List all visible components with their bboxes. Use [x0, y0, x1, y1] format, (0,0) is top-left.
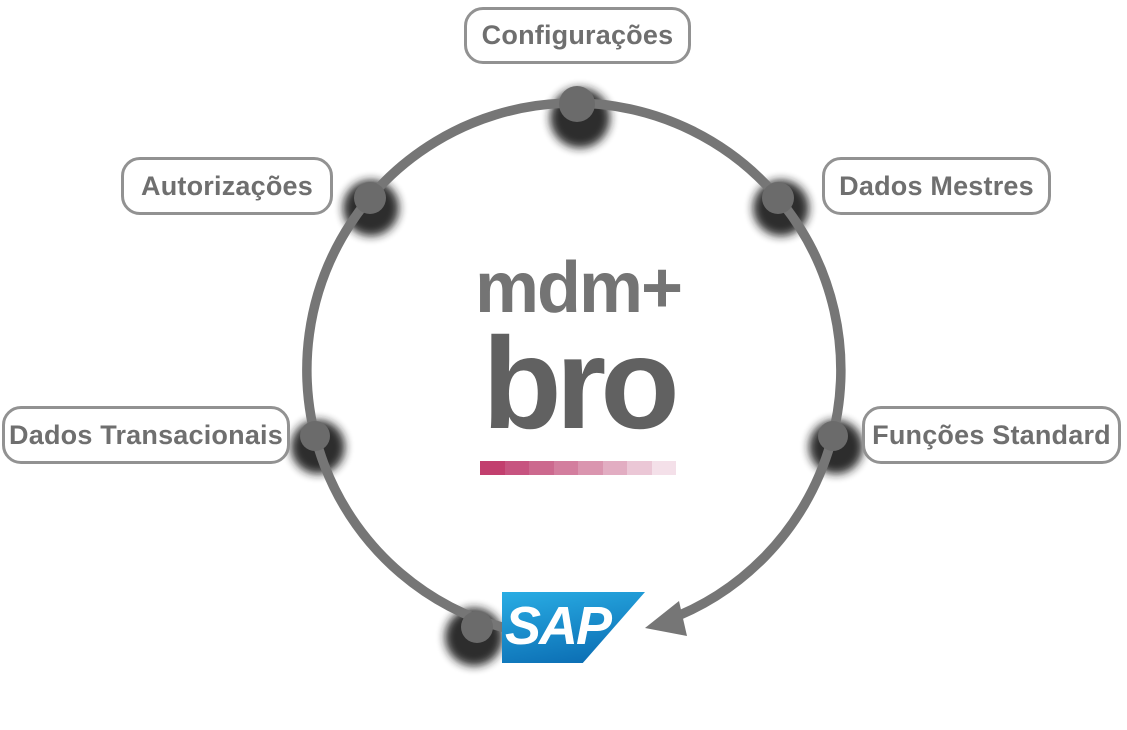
brand-title-main: bro: [482, 310, 679, 456]
gradient-segment: [529, 461, 554, 475]
gradient-segment: [480, 461, 505, 475]
pill-autorizacoes-label: Autorizações: [141, 170, 313, 201]
sap-logo: SAP: [502, 592, 645, 663]
sap-logo-text: SAP: [505, 595, 612, 656]
pill-dados-transacionais-label: Dados Transacionais: [9, 419, 283, 450]
gradient-segment: [651, 461, 676, 475]
gradient-segment: [627, 461, 652, 475]
gradient-segment: [553, 461, 578, 475]
pill-autorizacoes: Autorizações: [121, 157, 333, 215]
brand-title-top: mdm+: [474, 248, 683, 328]
pill-funcoes-standard: Funções Standard: [862, 406, 1121, 464]
gradient-segment: [504, 461, 529, 475]
node-dot-dados-transacionais: [300, 421, 330, 451]
pill-dados-mestres-label: Dados Mestres: [839, 170, 1034, 201]
pill-dados-mestres: Dados Mestres: [822, 157, 1051, 215]
node-dot-configuracoes: [559, 86, 595, 122]
arrow-head-icon: [645, 601, 687, 636]
brand-gradient-bar: [480, 461, 676, 475]
pill-configuracoes-label: Configurações: [481, 20, 674, 50]
pill-configuracoes: Configurações: [464, 7, 691, 64]
gradient-segment: [602, 461, 627, 475]
node-dot-sap: [461, 611, 493, 643]
node-dot-funcoes-standard: [818, 421, 848, 451]
gradient-segment: [578, 461, 603, 475]
node-dot-autorizacoes: [354, 182, 386, 214]
pill-dados-transacionais: Dados Transacionais: [2, 406, 290, 464]
node-dot-dados-mestres: [762, 182, 794, 214]
pill-funcoes-standard-label: Funções Standard: [872, 419, 1111, 450]
